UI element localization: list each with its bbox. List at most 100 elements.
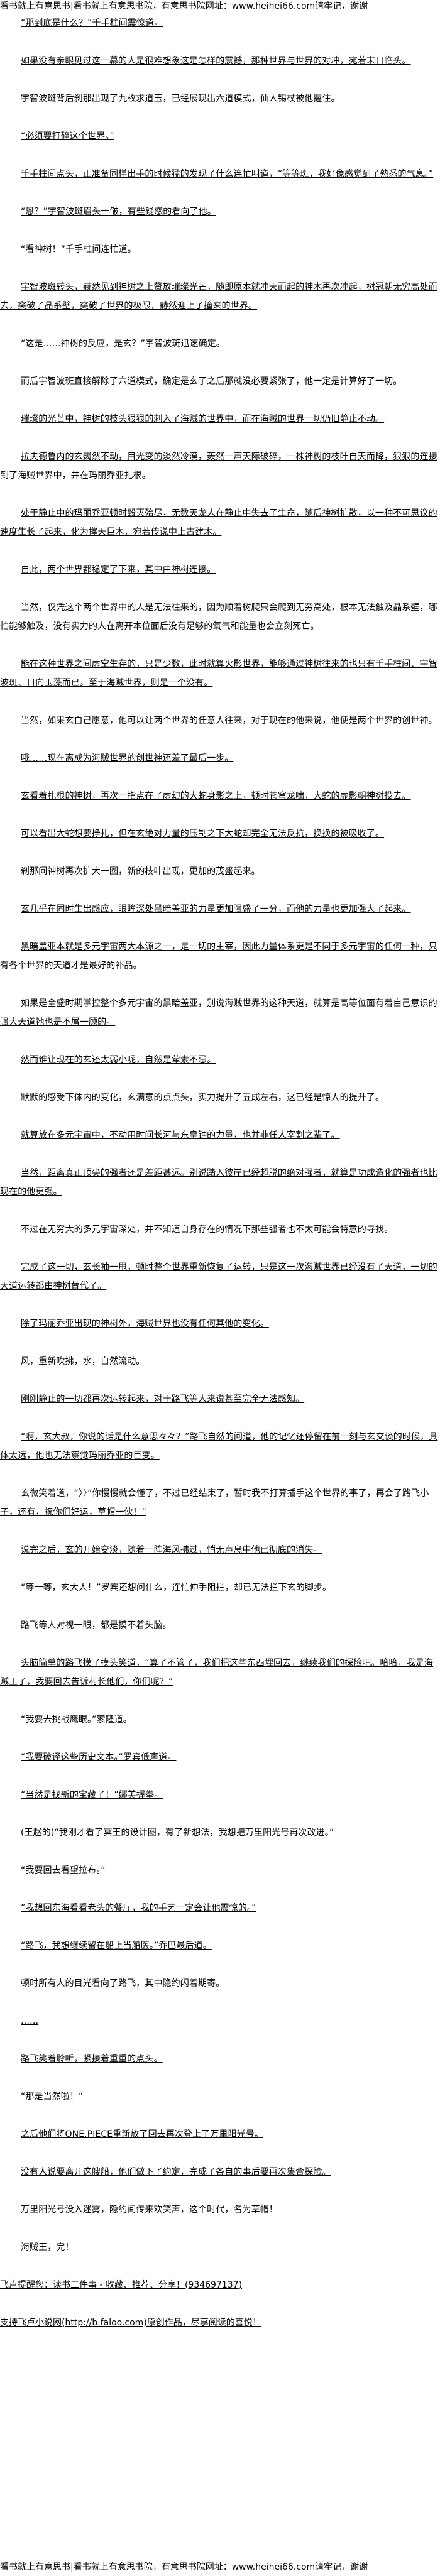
paragraph-text: “我想回东海看看老头的餐厅，我的手艺一定会让他震惊的。” xyxy=(21,1903,256,1913)
promo-section: 飞卢提醒您：读书三件事 - 收藏、推荐、分享！(934697137) 支持飞卢小说… xyxy=(0,2276,440,2332)
paragraph-text: 顿时所有人的目光看向了路飞，其中隐约闪着期寄。 xyxy=(21,1978,225,1989)
reading-reminder: 飞卢提醒您：读书三件事 - 收藏、推荐、分享！(934697137) xyxy=(0,2276,440,2295)
story-paragraph: “当然是找新的宝藏了！”娜美握拳。 xyxy=(0,1786,440,1804)
story-paragraph: 没有人说要离开这艘船，他们做下了约定，完成了各自的事后要再次集合探险。 xyxy=(0,2163,440,2181)
paragraph-text: “恩？”宇智波斑眉头一皱，有些疑惑的看向了他。 xyxy=(21,207,216,217)
paragraph-text: (王赵的)“我刚才看了冥王的设计图，有了新想法，我想把万里阳光号再次改进。” xyxy=(21,1828,334,1838)
story-paragraph: 可以看出大蛇想要挣扎，但在玄绝对力量的压制之下大蛇却完全无法反抗，换换的被吸收了… xyxy=(0,824,440,843)
story-paragraph: 而后宇智波斑直接解除了六道模式，确定是玄了之后那就没必要紧张了，他一定是计算好了… xyxy=(0,372,440,391)
paragraph-text: “等一等，玄大人！”罗宾还想问什么，连忙伸手阻拦，却已无法拦下玄的脚步。 xyxy=(21,1583,332,1593)
paragraph-text: 玄几乎在同时生出感应，眼眸深处黑暗盖亚的力量更加强盛了一分，而他的力量也更加强大… xyxy=(21,904,411,914)
story-paragraph: 说完之后，玄的开始变淡，随着一阵海风拂过，悄无声息中他已彻底的消失。 xyxy=(0,1541,440,1559)
paragraph-text: 当然，如果玄自己愿意，他可以让两个世界的任意人往来，对于现在的他来说，他便是两个… xyxy=(21,716,437,726)
story-paragraph: 默默的感受下体内的变化，玄满意的点点头，实力提升了五成左右，这已经是惊人的提升了… xyxy=(0,1088,440,1107)
paragraph-text: 玄看着扎根的神树，再次一指点在了虚幻的大蛇身影之上，顿时苍穹龙啸，大蛇的虚影朝神… xyxy=(21,791,411,801)
story-paragraph: 除了玛丽乔亚出现的神树外，海贼世界也没有任何其他的变化。 xyxy=(0,1314,440,1333)
paragraph-text: 黑暗盖亚本就是多元宇宙两大本源之一，是一切的主宰，因此力量体系更是不同于多元宇宙… xyxy=(0,942,437,971)
story-paragraph: “路飞，我想继续留在船上当船医。”乔巴最后道。 xyxy=(0,1936,440,1955)
paragraph-text: 风，重新吹拂，水，自然流动。 xyxy=(21,1356,145,1367)
paragraph-text: 可以看出大蛇想要挣扎，但在玄绝对力量的压制之下大蛇却完全无法反抗，换换的被吸收了… xyxy=(21,829,385,839)
paragraph-text: 如果是全盛时期掌控整个多元宇宙的黑暗盖亚，别说海贼世界的这种天道，就算是高等位面… xyxy=(0,998,437,1027)
story-paragraph: 宇智波斑转头，赫然见到神树之上赞放璀璨光芒，随即原本就冲天而起的神木再次冲起，树… xyxy=(0,278,440,315)
paragraph-text: 之后他们将ONE.PIECE重新放了回去再次登上了万里阳光号。 xyxy=(21,2129,263,2139)
paragraph-text: 路飞等人对视一眼，都是摸不着头脑。 xyxy=(21,1620,172,1630)
story-paragraph: 千手柱间点头，正准备同样出手的时候猛的发现了什么连忙叫道，“等等斑，我好像感觉到… xyxy=(0,165,440,183)
paragraph-text: 而后宇智波斑直接解除了六道模式，确定是玄了之后那就没必要紧张了，他一定是计算好了… xyxy=(21,376,402,386)
paragraph-text: 处于静止中的玛丽乔亚顿时毁灭殆尽，无数天龙人在静止中失去了生命，随后神树扩散，以… xyxy=(0,508,437,537)
paragraph-text: “我要去挑战鹰眼。”索隆道。 xyxy=(21,1715,132,1725)
paragraph-text: “啊，玄大叔，你说的话是什么意思々々？”路飞自然的问道，他的记忆还停留在前一刻与… xyxy=(0,1432,438,1461)
paragraph-text: “那是当然啦！” xyxy=(21,2092,84,2102)
story-paragraph: “看神树！”千手柱间连忙道。 xyxy=(0,240,440,259)
paragraph-text: 路飞笑着聆听，紧接着重重的点头。 xyxy=(21,2054,163,2064)
story-paragraph: “我要破译这些历史文本。”罗宾低声道。 xyxy=(0,1748,440,1767)
paragraph-text: 就算放在多元宇宙中，不动用时间长河与东皇钟的力量，也并非任人宰割之辈了。 xyxy=(21,1130,340,1140)
story-paragraph: “那是当然啦！” xyxy=(0,2087,440,2106)
paragraph-text: …… xyxy=(21,2016,39,2026)
story-paragraph: 完成了这一切，玄长袖一甩，顿时整个世界重新恢复了运转，只是这一次海贼世界已经没有… xyxy=(0,1258,440,1296)
story-paragraph: 哦……现在离成为海贼世界的创世神还差了最后一步。 xyxy=(0,749,440,768)
story-paragraph: 头脑简单的路飞摸了摸头笑道，“算了不管了，我们把这些东西埋回去，继续我们的探险吧… xyxy=(0,1654,440,1691)
story-paragraph: 玄微笑着道，“〉〉”你慢慢就会懂了，不过已经结束了，暂时我不打算插手这个世界的事… xyxy=(0,1484,440,1522)
story-paragraph: “必须要打碎这个世界。” xyxy=(0,127,440,146)
story-paragraph: 宇智波斑背后刹那出现了九枚求道玉，已经展现出六道模式，仙人锡杖被他握住。 xyxy=(0,89,440,108)
story-paragraph: 处于静止中的玛丽乔亚顿时毁灭殆尽，无数天龙人在静止中失去了生命，随后神树扩散，以… xyxy=(0,504,440,542)
story-paragraph: 如果没有亲眼见过这一幕的人是很难想象这是怎样的震撼，那种世界与世界的对冲，宛若末… xyxy=(0,52,440,70)
paragraph-text: “我要回去看望拉布。” xyxy=(21,1865,106,1875)
paragraph-text: 宇智波斑背后刹那出现了九枚求道玉，已经展现出六道模式，仙人锡杖被他握住。 xyxy=(21,94,340,104)
paragraph-text: 刚刚静止的一切都再次运转起来，对于路飞等人来说甚至完全无法感知。 xyxy=(21,1394,305,1404)
site-support-link: 支持飞卢小说网(http://b.faloo.com)原创作品，尽享阅读的喜悦！ xyxy=(0,2313,440,2332)
paragraph-text: 自此，两个世界都稳定了下来，其中由神树连接。 xyxy=(21,565,216,575)
promo-text: 飞卢提醒您：读书三件事 - 收藏、推荐、分享！(934697137) xyxy=(0,2280,243,2290)
paragraph-text: 说完之后，玄的开始变淡，随着一阵海风拂过，悄无声息中他已彻底的消失。 xyxy=(21,1545,322,1555)
story-paragraph: “我要回去看望拉布。” xyxy=(0,1861,440,1880)
story-paragraph: 顿时所有人的目光看向了路飞，其中隐约闪着期寄。 xyxy=(0,1974,440,1993)
story-paragraph: 刚刚静止的一切都再次运转起来，对于路飞等人来说甚至完全无法感知。 xyxy=(0,1390,440,1409)
story-paragraph: 刹那间神树再次扩大一圈，新的枝叶出现，更加的茂盛起来。 xyxy=(0,862,440,881)
story-paragraph: 当然，如果玄自己愿意，他可以让两个世界的任意人往来，对于现在的他来说，他便是两个… xyxy=(0,711,440,730)
story-paragraph: …… xyxy=(0,2012,440,2031)
paragraph-text: “当然是找新的宝藏了！”娜美握拳。 xyxy=(21,1790,163,1800)
story-paragraph: 如果是全盛时期掌控整个多元宇宙的黑暗盖亚，别说海贼世界的这种天道，就算是高等位面… xyxy=(0,994,440,1032)
paragraph-text: 当然，仅凭这个两个世界中的人是无法往来的，因为顺着树爬只会爬到无穷高处，根本无法… xyxy=(0,603,437,631)
story-paragraph: 黑暗盖亚本就是多元宇宙两大本源之一，是一切的主宰，因此力量体系更是不同于多元宇宙… xyxy=(0,937,440,975)
paragraph-text: 玄微笑着道，“〉〉”你慢慢就会懂了，不过已经结束了，暂时我不打算插手这个世界的事… xyxy=(0,1488,429,1517)
story-paragraph: “等一等，玄大人！”罗宾还想问什么，连忙伸手阻拦，却已无法拦下玄的脚步。 xyxy=(0,1578,440,1597)
story-paragraph: 能在这种世界之间虚空生存的，只是少数，此时就算火影世界，能够通过神树往来的也只有… xyxy=(0,655,440,692)
paragraph-text: “我要破译这些历史文本。”罗宾低声道。 xyxy=(21,1752,177,1762)
paragraph-text: 拉夫德鲁内的玄巍然不动，目光变的淡然冷漠，轰然一声天际破碎，一株神树的枝叶自天而… xyxy=(0,452,437,481)
paragraph-text: 头脑简单的路飞摸了摸头笑道，“算了不管了，我们把这些东西埋回去，继续我们的探险吧… xyxy=(0,1658,433,1687)
chapter-content: “那到底是什么？”千手柱间震惊道。如果没有亲眼见过这一幕的人是很难想象这是怎样的… xyxy=(0,14,440,2257)
paragraph-text: “这是……神树的反应，是玄？”宇智波斑迅速确定。 xyxy=(21,339,225,349)
story-paragraph: 路飞等人对视一眼，都是摸不着头脑。 xyxy=(0,1616,440,1635)
story-paragraph: 风，重新吹拂，水，自然流动。 xyxy=(0,1352,440,1371)
story-paragraph: 当然，距离真正顶尖的强者还是差距甚远。别说踏入彼岸已经超脱的绝对强者，就算是功成… xyxy=(0,1164,440,1201)
story-paragraph: (王赵的)“我刚才看了冥王的设计图，有了新想法，我想把万里阳光号再次改进。” xyxy=(0,1823,440,1842)
story-paragraph: 不过在无穷大的多元宇宙深处，并不知道自身存在的情况下那些强者也不太可能会特意的寻… xyxy=(0,1220,440,1239)
story-paragraph: 拉夫德鲁内的玄巍然不动，目光变的淡然冷漠，轰然一声天际破碎，一株神树的枝叶自天而… xyxy=(0,447,440,485)
paragraph-text: 刹那间神树再次扩大一圈，新的枝叶出现，更加的茂盛起来。 xyxy=(21,866,260,876)
story-paragraph: 然而谁让现在的玄还太弱小呢，自然是荤素不忌。 xyxy=(0,1051,440,1069)
story-paragraph: 自此，两个世界都稳定了下来，其中由神树连接。 xyxy=(0,560,440,579)
paragraph-text: “看神树！”千手柱间连忙道。 xyxy=(21,244,136,254)
site-header-notice: 看书就上有意思书|看书就上有意思书院，有意思书院网址：www.heihei66.… xyxy=(0,1,368,11)
story-paragraph: 当然，仅凭这个两个世界中的人是无法往来的，因为顺着树爬只会爬到无穷高处，根本无法… xyxy=(0,598,440,636)
paragraph-text: 能在这种世界之间虚空生存的，只是少数，此时就算火影世界，能够通过神树往来的也只有… xyxy=(0,659,437,688)
paragraph-text: 如果没有亲眼见过这一幕的人是很难想象这是怎样的震撼，那种世界与世界的对冲，宛若末… xyxy=(21,56,411,66)
paragraph-text: “那到底是什么？”千手柱间震惊道。 xyxy=(21,18,163,28)
story-paragraph: “那到底是什么？”千手柱间震惊道。 xyxy=(0,14,440,33)
paragraph-text: 除了玛丽乔亚出现的神树外，海贼世界也没有任何其他的变化。 xyxy=(21,1319,269,1329)
story-paragraph: “我想回东海看看老头的餐厅，我的手艺一定会让他震惊的。” xyxy=(0,1899,440,1918)
paragraph-text: 当然，距离真正顶尖的强者还是差距甚远。别说踏入彼岸已经超脱的绝对强者，就算是功成… xyxy=(0,1168,437,1197)
story-paragraph: 就算放在多元宇宙中，不动用时间长河与东皇钟的力量，也并非任人宰割之辈了。 xyxy=(0,1126,440,1145)
story-paragraph: 之后他们将ONE.PIECE重新放了回去再次登上了万里阳光号。 xyxy=(0,2125,440,2144)
story-paragraph: “恩？”宇智波斑眉头一皱，有些疑惑的看向了他。 xyxy=(0,202,440,221)
story-paragraph: “这是……神树的反应，是玄？”宇智波斑迅速确定。 xyxy=(0,334,440,353)
paragraph-text: 千手柱间点头，正准备同样出手的时候猛的发现了什么连忙叫道，“等等斑，我好像感觉到… xyxy=(21,169,434,179)
story-paragraph: “啊，玄大叔，你说的话是什么意思々々？”路飞自然的问道，他的记忆还停留在前一刻与… xyxy=(0,1427,440,1465)
story-paragraph: 路飞笑着聆听，紧接着重重的点头。 xyxy=(0,2049,440,2068)
story-paragraph: 玄几乎在同时生出感应，眼眸深处黑暗盖亚的力量更加强盛了一分，而他的力量也更加强大… xyxy=(0,900,440,919)
paragraph-text: 海贼王，完！ xyxy=(21,2242,74,2252)
story-paragraph: 玄看着扎根的神树，再次一指点在了虚幻的大蛇身影之上，顿时苍穹龙啸，大蛇的虚影朝神… xyxy=(0,787,440,805)
paragraph-text: 没有人说要离开这艘船，他们做下了约定，完成了各自的事后要再次集合探险。 xyxy=(21,2167,331,2177)
